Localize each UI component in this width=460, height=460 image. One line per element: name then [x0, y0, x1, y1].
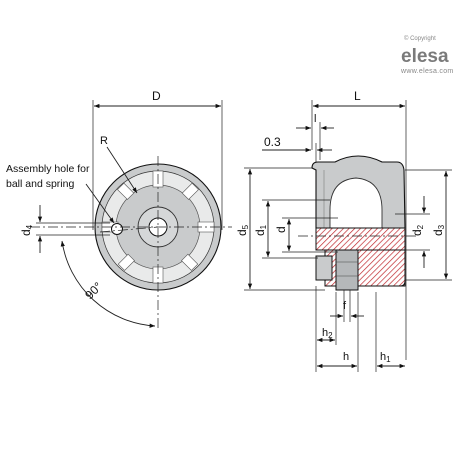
label-d: d: [274, 226, 288, 233]
label-angle: 90°: [82, 279, 105, 302]
label-D: D: [152, 89, 161, 103]
label-d3: d3: [431, 224, 446, 236]
section-hatch-upper: [315, 227, 406, 251]
label-l: l: [314, 113, 316, 125]
assembly-hole: [111, 223, 123, 235]
knob-grip-window: [329, 177, 383, 229]
label-d1: d1: [253, 224, 268, 236]
label-d2: d2: [410, 224, 425, 236]
label-d4: d4: [19, 224, 34, 236]
label-R: R: [100, 135, 108, 147]
brand-logo: © Copyright elesa www.elesa.com: [400, 35, 454, 75]
assembly-note-line1: Assembly hole for: [6, 163, 90, 175]
centerline-assembly-hole: [99, 226, 159, 233]
side-view: L l 0.3: [235, 89, 452, 372]
brand-url: www.elesa.com: [400, 68, 454, 75]
label-L: L: [354, 89, 361, 103]
front-view: D R Assembly hole for ball and sp: [6, 89, 232, 330]
brand-name: elesa: [401, 46, 449, 67]
copyright-text: © Copyright: [404, 35, 436, 42]
label-h2: h2: [322, 327, 333, 340]
assembly-note-line2: ball and spring: [6, 178, 74, 190]
radius-leader: [106, 146, 138, 194]
label-f: f: [343, 300, 347, 312]
boss: [315, 255, 333, 281]
metal-insert: [335, 249, 359, 291]
label-gap: 0.3: [264, 135, 281, 149]
assembly-note-leader: [85, 183, 115, 224]
label-h: h: [343, 351, 349, 363]
angle-arc: [60, 240, 156, 328]
label-d5: d5: [235, 224, 250, 236]
section-rounded-edge: [325, 280, 406, 287]
label-h1: h1: [380, 351, 391, 364]
